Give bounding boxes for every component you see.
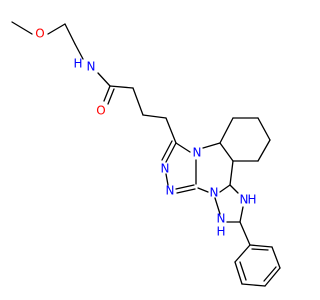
bond [197, 187, 209, 193]
bond [229, 184, 239, 194]
bond [251, 248, 269, 251]
ring-n-lower-label: N [210, 186, 219, 200]
atom-labels: O H N O N N N N N H N H [33, 27, 257, 239]
bond [219, 117, 234, 144]
amide-n-label: N [87, 60, 96, 74]
bond [142, 114, 167, 119]
bond [249, 244, 273, 248]
carbonyl-o-label: O [96, 104, 105, 118]
bond [239, 221, 251, 246]
bond [257, 117, 271, 141]
amide-h-label: H [73, 57, 82, 71]
bond [175, 184, 195, 190]
triazole-n2-label: N [166, 184, 175, 198]
nh-a-h-label: H [247, 193, 256, 207]
molecule-structure: O H N O N N N N N H N H [11, 21, 281, 287]
bond [11, 21, 33, 35]
bond [109, 85, 134, 89]
bond [234, 261, 243, 285]
bond [74, 43, 84, 60]
bond [176, 188, 196, 194]
bond [107, 88, 115, 105]
bond [47, 23, 66, 35]
bond [264, 267, 281, 287]
bond [219, 142, 234, 162]
ring-n-fused-label: N [193, 146, 202, 160]
bond [103, 85, 111, 102]
bond [175, 142, 191, 153]
bond [202, 142, 221, 149]
bond [161, 140, 173, 161]
bond [263, 266, 277, 282]
bond [239, 261, 247, 281]
bond [132, 87, 144, 116]
bond [229, 160, 234, 186]
bond [239, 206, 244, 223]
bond [271, 246, 281, 269]
bonds [11, 21, 281, 287]
oxygen-ether-label: O [35, 27, 44, 41]
bond [257, 139, 271, 162]
bond [234, 244, 251, 263]
molecule-canvas: O H N O N N N N N H N H [11, 21, 281, 287]
bond [64, 23, 76, 45]
bond [214, 197, 221, 215]
bond [97, 72, 111, 87]
triazole-n1-label: N [161, 162, 170, 176]
bond [241, 283, 266, 287]
nh-b-h-label: H [216, 225, 225, 239]
bond [219, 184, 231, 193]
bond [165, 173, 169, 186]
nh-a-n-label: N [240, 193, 249, 207]
bond [165, 117, 177, 144]
bond [165, 142, 177, 163]
nh-b-n-label: N [217, 212, 226, 226]
